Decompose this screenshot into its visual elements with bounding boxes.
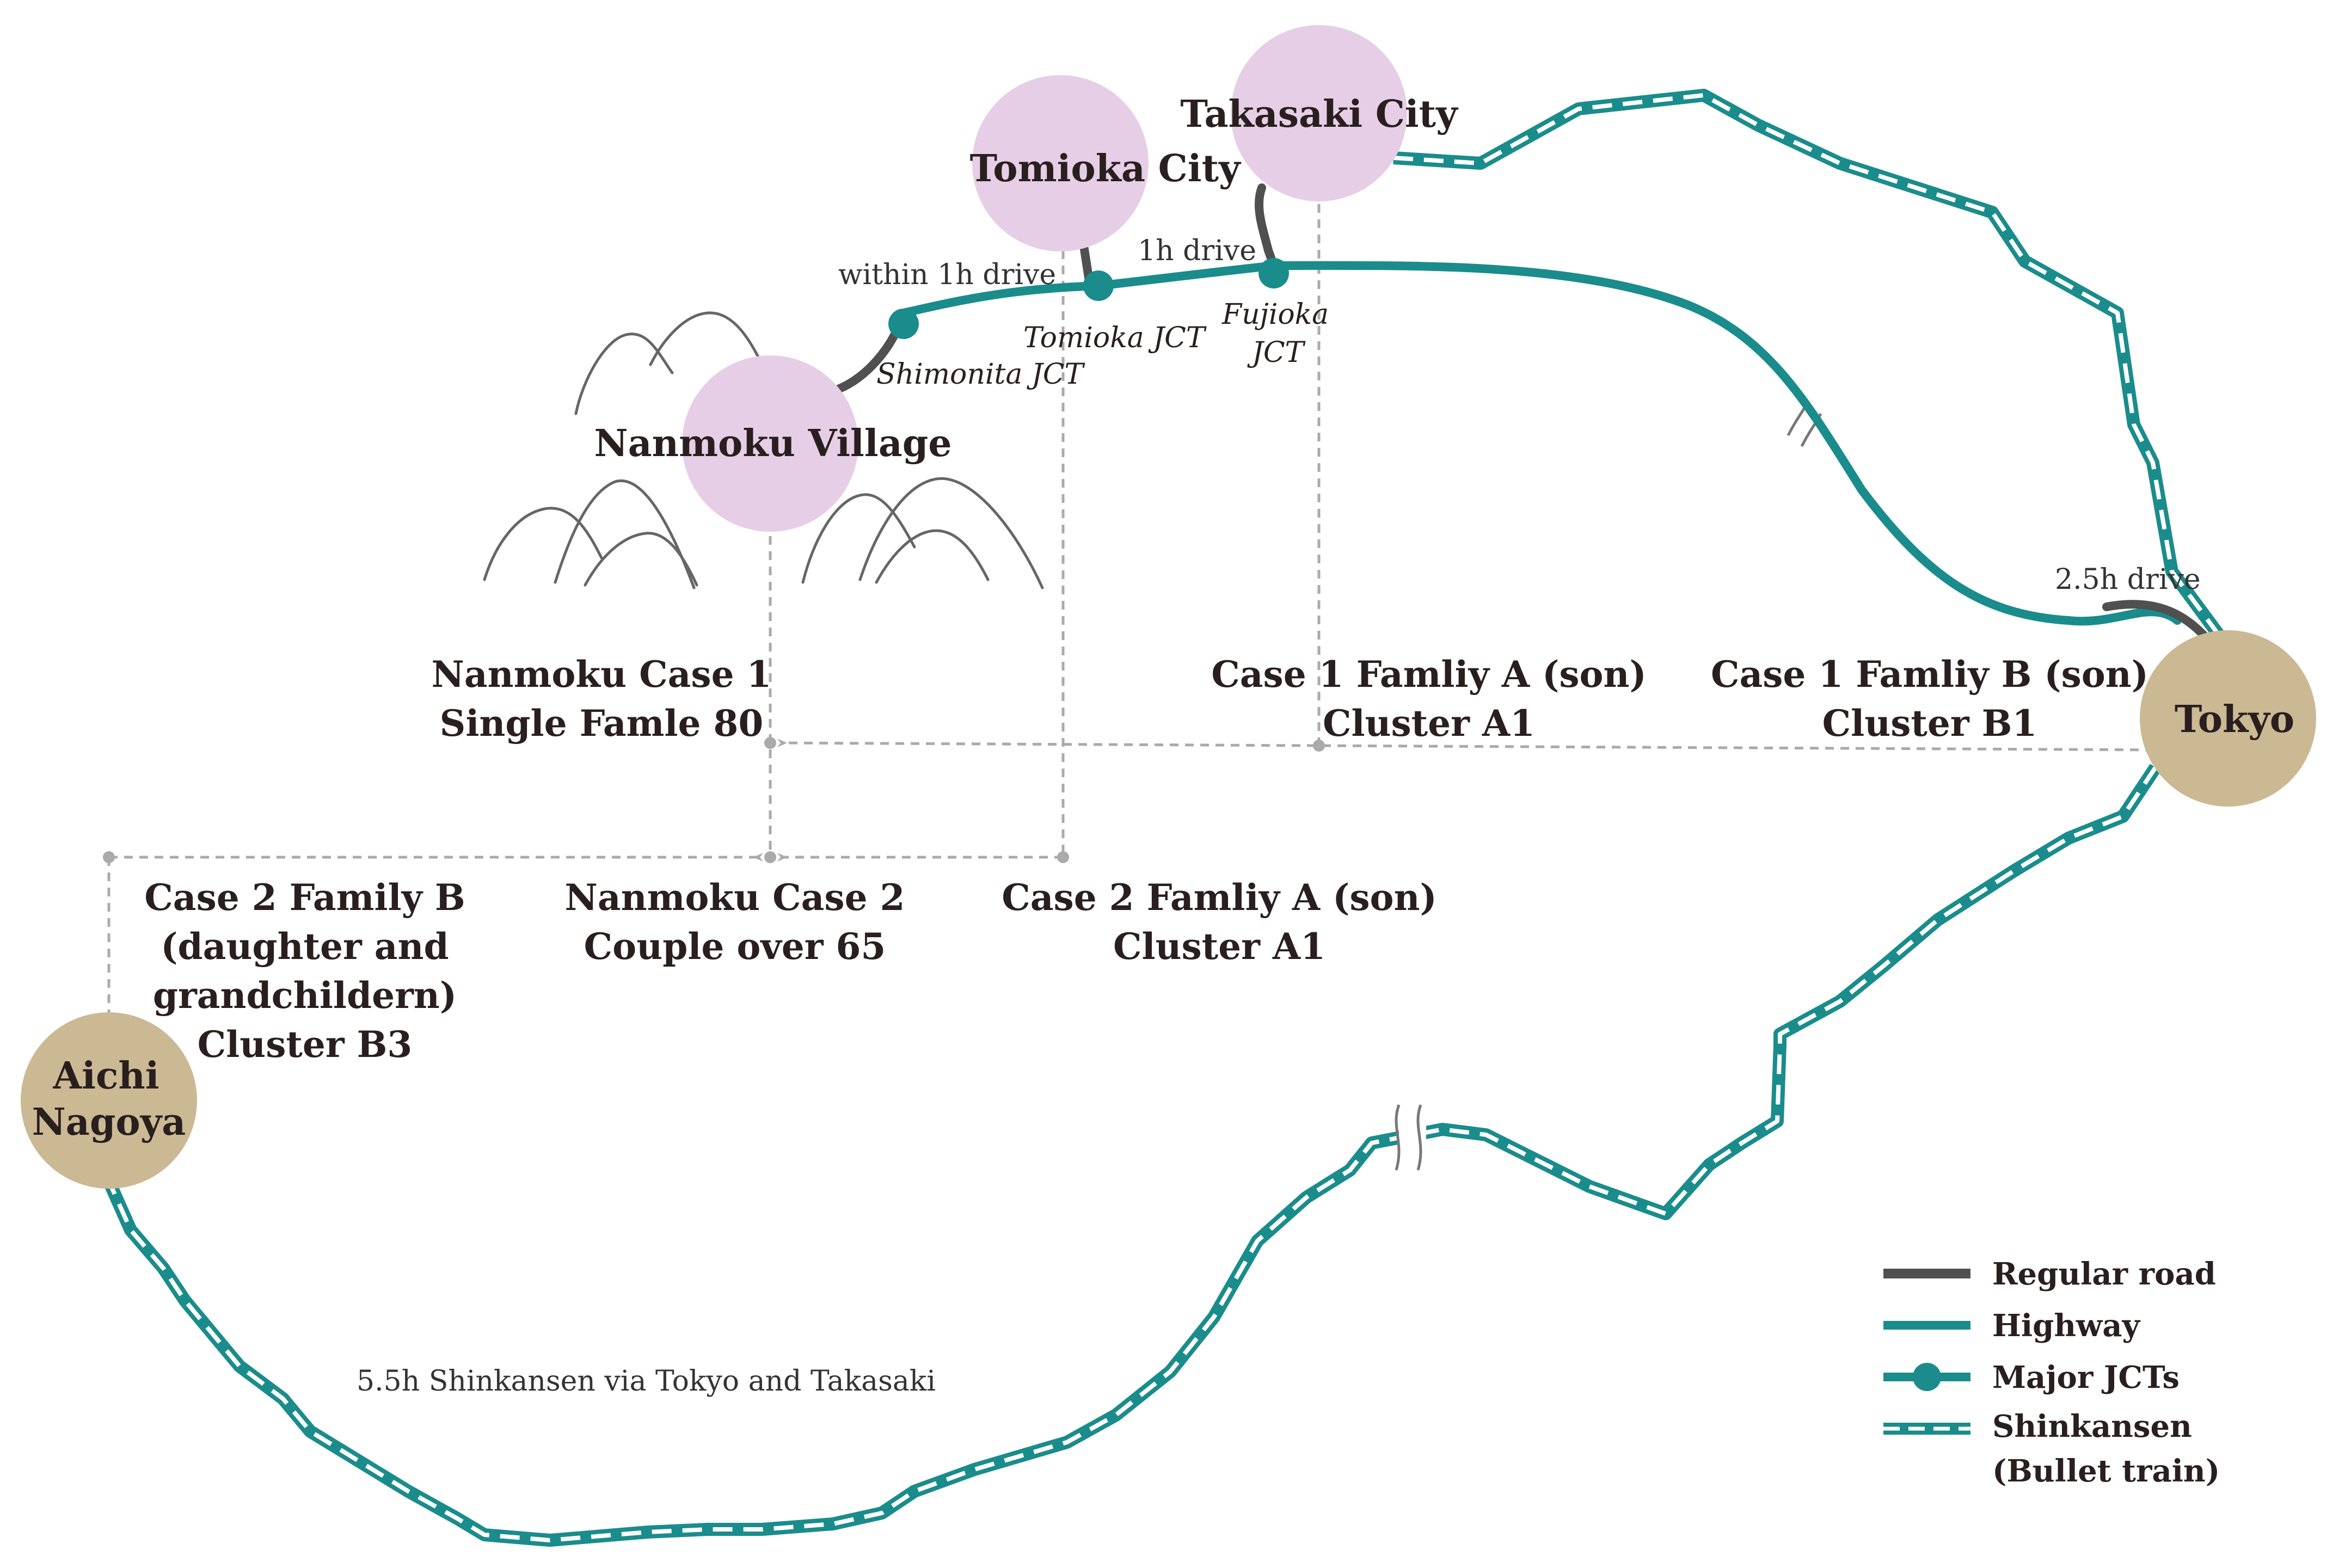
note-shinkansen: 5.5h Shinkansen via Tokyo and Takasaki: [357, 1365, 936, 1398]
nanmoku-circle: [682, 355, 858, 532]
tomioka-circle: [972, 75, 1149, 251]
tomioka-label: Tomioka City: [969, 147, 1242, 190]
case2-family-b-line2: (daughter and: [161, 925, 449, 968]
shinkansen-break-mark: [1395, 1104, 1422, 1171]
highway-lines: [899, 261, 2182, 626]
case1-family-a-line1: Case 1 Famliy A (son): [1211, 653, 1646, 696]
place-labels: Takasaki City Tomioka City Nanmoku Villa…: [32, 93, 2294, 1144]
highway-main: [899, 261, 2182, 626]
takasaki-label: Takasaki City: [1180, 93, 1459, 136]
tokyo-circle: [2140, 630, 2316, 807]
dashed-tokyo-to-case1: [777, 738, 2170, 752]
road-takasaki: [1254, 183, 1278, 270]
city-circles: [21, 25, 2316, 1189]
shimonita-jct-marker: [888, 309, 919, 339]
mountain-3: [483, 507, 603, 581]
nagoya-circle: [21, 1012, 197, 1189]
legend: Regular road Highway Major JCTs Shinkans…: [1883, 1256, 2220, 1489]
case2-family-b-line4: Cluster B3: [198, 1023, 413, 1066]
case1-family-b-line2: Cluster B1: [1822, 702, 2037, 745]
dashed-connections: [107, 204, 2170, 1015]
case2-family-a-line1: Case 2 Famliy A (son): [1002, 876, 1436, 919]
note-1h: 1h drive: [1138, 235, 1256, 267]
mountains: [483, 311, 1044, 589]
case2-family-b-line3: grandchildern): [153, 974, 457, 1017]
case2-point: [764, 851, 776, 863]
mountain-6: [801, 493, 916, 584]
nanmoku-label: Nanmoku Village: [594, 422, 951, 465]
fujioka-jct-label-line1: Fujioka: [1221, 298, 1329, 331]
case2-family-a-line2: Cluster A1: [1113, 925, 1325, 968]
nanmoku-case1-line1: Nanmoku Case 1: [432, 653, 772, 696]
tomioka-dash-point: [1057, 851, 1069, 863]
mountain-8: [875, 529, 990, 584]
nagoya-label-line2: Nagoya: [32, 1100, 186, 1144]
junction-markers: [888, 258, 1289, 339]
mountain-2: [649, 311, 761, 366]
legend-jct-dot: [1913, 1363, 1941, 1391]
nanmoku-case1-line2: Single Famle 80: [440, 702, 764, 745]
shinkansen-break-gap: [1399, 1105, 1426, 1170]
travel-notes: within 1h drive 1h drive 2.5h drive 5.5h…: [357, 235, 2201, 1398]
shinkansen-takasaki-tokyo-dash: [1393, 93, 2220, 636]
legend-shinkansen-label-line2: (Bullet train): [1992, 1453, 2220, 1489]
tomioka-jct-marker: [1083, 270, 1114, 301]
shinkansen-tokyo-nagoya-dash: [107, 766, 2158, 1542]
legend-jct-label: Major JCTs: [1992, 1360, 2180, 1395]
fujioka-jct-label-line2: JCT: [1247, 336, 1306, 369]
mountain-4: [554, 479, 696, 589]
nagoya-dash-point: [103, 851, 115, 863]
case1-family-a-point: [1313, 740, 1325, 752]
mountain-7: [858, 477, 1044, 589]
case1-family-a-line2: Cluster A1: [1323, 702, 1535, 745]
legend-shinkansen-label-line1: Shinkansen: [1992, 1409, 2192, 1444]
legend-highway-label: Highway: [1992, 1308, 2141, 1344]
regular-roads: [834, 183, 2214, 647]
shinkansen-lines: [103, 89, 2224, 1547]
fujioka-jct-marker: [1258, 258, 1289, 288]
tomioka-jct-label: Tomioka JCT: [1023, 322, 1207, 354]
junction-labels: Shimonita JCT Tomioka JCT Fujioka JCT: [876, 298, 1329, 391]
mountain-1: [574, 333, 674, 415]
case-labels: Nanmoku Case 1 Single Famle 80 Case 1 Fa…: [144, 653, 2148, 1066]
road-tokyo: [2102, 600, 2214, 647]
break-marks: [1395, 402, 1825, 1171]
case2-family-b-line1: Case 2 Family B: [144, 876, 465, 919]
note-2-5h: 2.5h drive: [2055, 563, 2201, 596]
tokyo-label: Tokyo: [2175, 698, 2294, 741]
takasaki-circle: [1231, 25, 1407, 201]
nanmoku-case2-line1: Nanmoku Case 2: [565, 876, 905, 919]
nanmoku-case2-line2: Couple over 65: [584, 925, 886, 968]
mountain-5: [584, 532, 698, 587]
legend-regular-road-label: Regular road: [1992, 1256, 2216, 1292]
case1-family-b-line1: Case 1 Famliy B (son): [1711, 653, 2148, 696]
dashed-endpoints: [103, 737, 1325, 863]
nagoya-label-line1: Aichi: [52, 1054, 159, 1098]
note-within-1h: within 1h drive: [838, 259, 1056, 291]
case1-point: [764, 737, 776, 749]
shinkansen-takasaki-tokyo: [1393, 89, 2224, 638]
shimonita-jct-label: Shimonita JCT: [876, 358, 1085, 391]
